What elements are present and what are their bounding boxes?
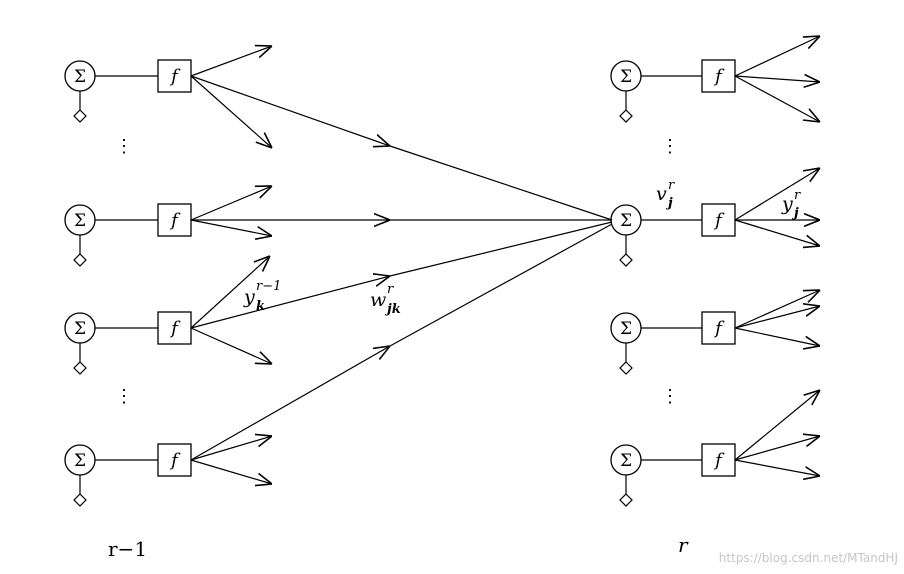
svg-text:j: j (791, 206, 799, 221)
bias-diamond (619, 361, 633, 375)
label-y-j: y j r (781, 188, 801, 221)
bias-diamond (619, 253, 633, 267)
svg-text:r−1: r−1 (256, 279, 281, 294)
left-neuron-2: Σ f (64, 186, 272, 267)
bias-diamond (73, 493, 87, 507)
label-w-jk: w jk r (370, 282, 401, 317)
right-neuron-3: Σ f (610, 290, 820, 375)
bias-diamond (619, 109, 633, 123)
bias-diamond (73, 253, 87, 267)
bias-diamond (73, 109, 87, 123)
svg-text:y: y (243, 286, 255, 308)
svg-text:r: r (668, 178, 675, 193)
sum-symbol: Σ (620, 319, 632, 339)
svg-text:w: w (370, 289, 386, 311)
svg-text:r: r (794, 188, 801, 203)
sum-symbol: Σ (74, 67, 86, 87)
activation-box (157, 203, 192, 237)
sum-symbol: Σ (620, 211, 632, 231)
sum-symbol: Σ (74, 451, 86, 471)
sum-symbol: Σ (620, 67, 632, 87)
right-neuron-4: Σ f (610, 390, 820, 507)
vertical-ellipsis-right-2: ⋮ (661, 386, 679, 407)
left-neuron-4: Σ f (64, 436, 272, 507)
sum-symbol: Σ (74, 211, 86, 231)
svg-text:v: v (656, 183, 667, 205)
bias-diamond (73, 361, 87, 375)
watermark-text: https://blog.csdn.net/MTandHJ (719, 551, 898, 565)
bias-diamond (619, 493, 633, 507)
left-neuron-1: Σ f (64, 46, 272, 148)
label-v-j: v j r (656, 178, 675, 211)
label-y-k: y k r−1 (243, 279, 281, 314)
activation-box (701, 59, 736, 93)
svg-text:jk: jk (384, 302, 401, 317)
right-neuron-1: Σ f (610, 36, 820, 123)
sum-symbol: Σ (620, 451, 632, 471)
activation-box (157, 59, 192, 93)
vertical-ellipsis-right-1: ⋮ (661, 136, 679, 157)
vertical-ellipsis-left-2: ⋮ (115, 386, 133, 407)
svg-text:k: k (256, 299, 265, 314)
left-layer-label: r−1 (108, 537, 147, 561)
activation-box (701, 203, 736, 237)
right-layer-label: r (678, 533, 689, 557)
right-neuron-target: Σ f (610, 168, 820, 267)
vertical-ellipsis-left-1: ⋮ (115, 136, 133, 157)
activation-box (157, 311, 192, 345)
activation-box (701, 311, 736, 345)
left-neuron-3: Σ f (64, 256, 272, 375)
weighted-connections (190, 75, 613, 461)
svg-text:j: j (665, 196, 673, 211)
svg-text:y: y (781, 193, 793, 215)
sum-symbol: Σ (74, 319, 86, 339)
svg-text:r: r (387, 282, 394, 297)
